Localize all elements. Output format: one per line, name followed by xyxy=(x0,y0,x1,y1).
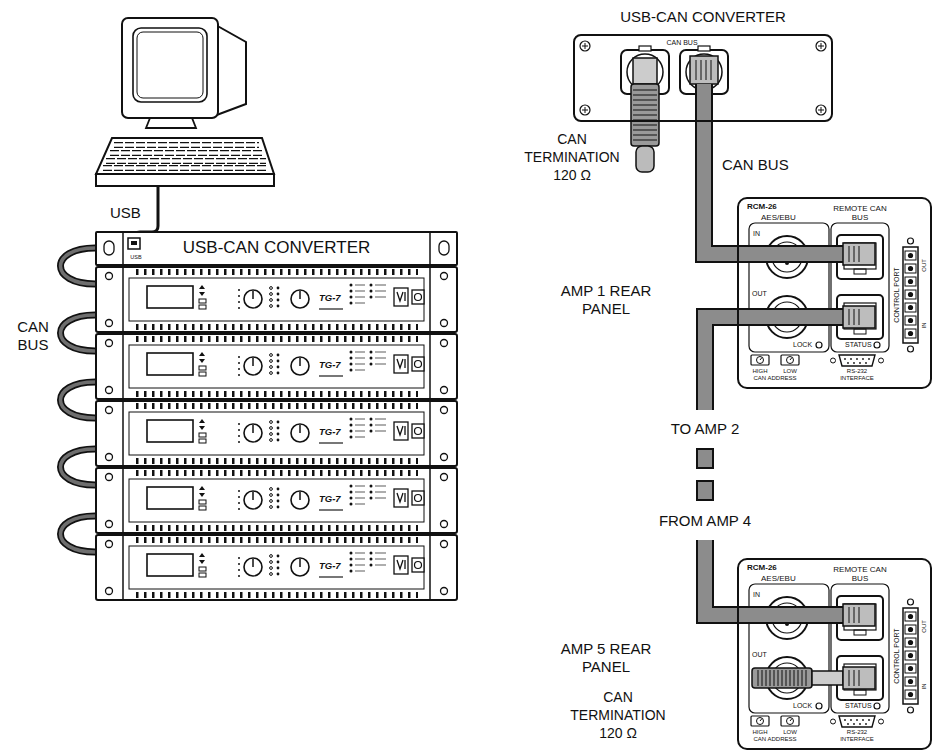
bus-cable xyxy=(61,516,96,552)
cable-stroke xyxy=(61,516,96,552)
port-label: OUT xyxy=(752,651,767,659)
port-label: IN xyxy=(753,230,760,238)
switch-label: LOW xyxy=(781,368,799,374)
bus-cable xyxy=(61,449,96,485)
model-label: TG-7 xyxy=(319,494,341,505)
panel-caption: AMP 5 REAR PANEL xyxy=(556,640,656,676)
cable-stroke xyxy=(705,540,737,615)
bus-cable xyxy=(697,317,737,615)
pin-label: OUT xyxy=(920,620,927,633)
model-label: TG-7 xyxy=(319,360,341,371)
indicator-label: LOCK xyxy=(793,341,812,349)
model-label: TG-7 xyxy=(319,427,341,438)
port-label: CONTROL PORT xyxy=(892,267,900,322)
cable-stroke xyxy=(61,382,96,418)
cable-stroke xyxy=(61,382,96,418)
unit-name: USB-CAN CONVERTER xyxy=(563,8,843,25)
connector-label: CAN BUS xyxy=(655,39,709,47)
indicator-label: STATUS xyxy=(845,341,872,349)
module-name: RCM-26 xyxy=(747,202,777,211)
rear-panel: RCM-26AES/EBU REMOTE CAN BUS IN OUT LOCK STAT… xyxy=(737,197,932,389)
model-label: TG-7 xyxy=(319,293,341,304)
switch-label: LOW xyxy=(781,729,799,735)
switch-label: HIGH xyxy=(749,368,771,374)
bus-label: CAN BUS xyxy=(8,318,58,354)
continuation-label: TO AMP 2 xyxy=(645,420,765,437)
cable-stroke xyxy=(61,449,96,485)
section-label: AES/EBU xyxy=(761,574,796,583)
section-label: REMOTE CAN BUS xyxy=(831,565,889,583)
amplifier-front: TG-7 xyxy=(95,467,458,534)
cable-stroke xyxy=(705,540,737,615)
cable-stroke xyxy=(61,248,96,284)
connector-label: RS-232 INTERFACE xyxy=(833,368,881,382)
bus-cable xyxy=(704,122,737,254)
cable-stroke xyxy=(704,122,737,254)
module-name: RCM-26 xyxy=(747,563,777,572)
converter-front xyxy=(95,231,458,266)
bus-cable xyxy=(61,315,96,351)
terminator-label: CAN TERMINATION 120 Ω xyxy=(562,688,674,742)
cable-stroke xyxy=(61,315,96,351)
bus-cable xyxy=(61,248,96,284)
amplifier-front: TG-7 xyxy=(95,400,458,467)
section-label: REMOTE CAN BUS xyxy=(831,204,889,222)
amplifier-fronts xyxy=(95,266,458,601)
model-label: TG-7 xyxy=(319,561,341,572)
terminator-label: CAN TERMINATION 120 Ω xyxy=(516,130,628,184)
cable-stroke xyxy=(61,449,96,485)
indicator-label: STATUS xyxy=(845,702,872,710)
pin-label: IN xyxy=(921,683,928,689)
cable-break xyxy=(697,449,713,468)
pin-label: IN xyxy=(921,322,928,328)
rear-panels xyxy=(737,197,932,748)
cable-stroke xyxy=(61,248,96,284)
amplifier-front: TG-7 xyxy=(95,534,458,601)
panel-cables xyxy=(737,243,875,689)
cable-stroke xyxy=(61,315,96,351)
port-label: OUT xyxy=(752,290,767,298)
converter-unit: USB-CAN CONVERTERUSB xyxy=(95,231,458,266)
bus-cable xyxy=(61,382,96,418)
switch-label: HIGH xyxy=(749,729,771,735)
panel-caption: AMP 1 REAR PANEL xyxy=(556,282,656,318)
port-label: IN xyxy=(753,591,760,599)
cable-stroke xyxy=(61,516,96,552)
cable-stroke xyxy=(705,317,737,410)
cable-break xyxy=(697,481,713,500)
amplifier-front: TG-7 xyxy=(95,266,458,333)
switch-label: CAN ADDRESS xyxy=(745,375,805,382)
amplifier-front: TG-7 xyxy=(95,333,458,400)
port-label: USB xyxy=(125,254,147,260)
cable-stroke xyxy=(705,317,737,410)
computer xyxy=(96,18,274,238)
section-label: AES/EBU xyxy=(761,213,796,222)
continuation-label: FROM AMP 4 xyxy=(645,512,765,529)
pin-label: OUT xyxy=(920,259,927,272)
switch-label: CAN ADDRESS xyxy=(745,736,805,743)
cable-label: USB xyxy=(110,204,141,221)
port-label: CONTROL PORT xyxy=(892,628,900,683)
indicator-label: LOCK xyxy=(793,702,812,710)
rear-panel: RCM-26AES/EBU REMOTE CAN BUS IN OUT LOCK STAT… xyxy=(737,558,932,750)
converter-panel: USB-CAN CONVERTERCAN BUS xyxy=(573,34,833,122)
bus-label: CAN BUS xyxy=(722,156,789,173)
cable-stroke xyxy=(704,122,737,254)
unit-name: USB-CAN CONVERTER xyxy=(97,238,456,258)
connector-label: RS-232 INTERFACE xyxy=(833,729,881,743)
